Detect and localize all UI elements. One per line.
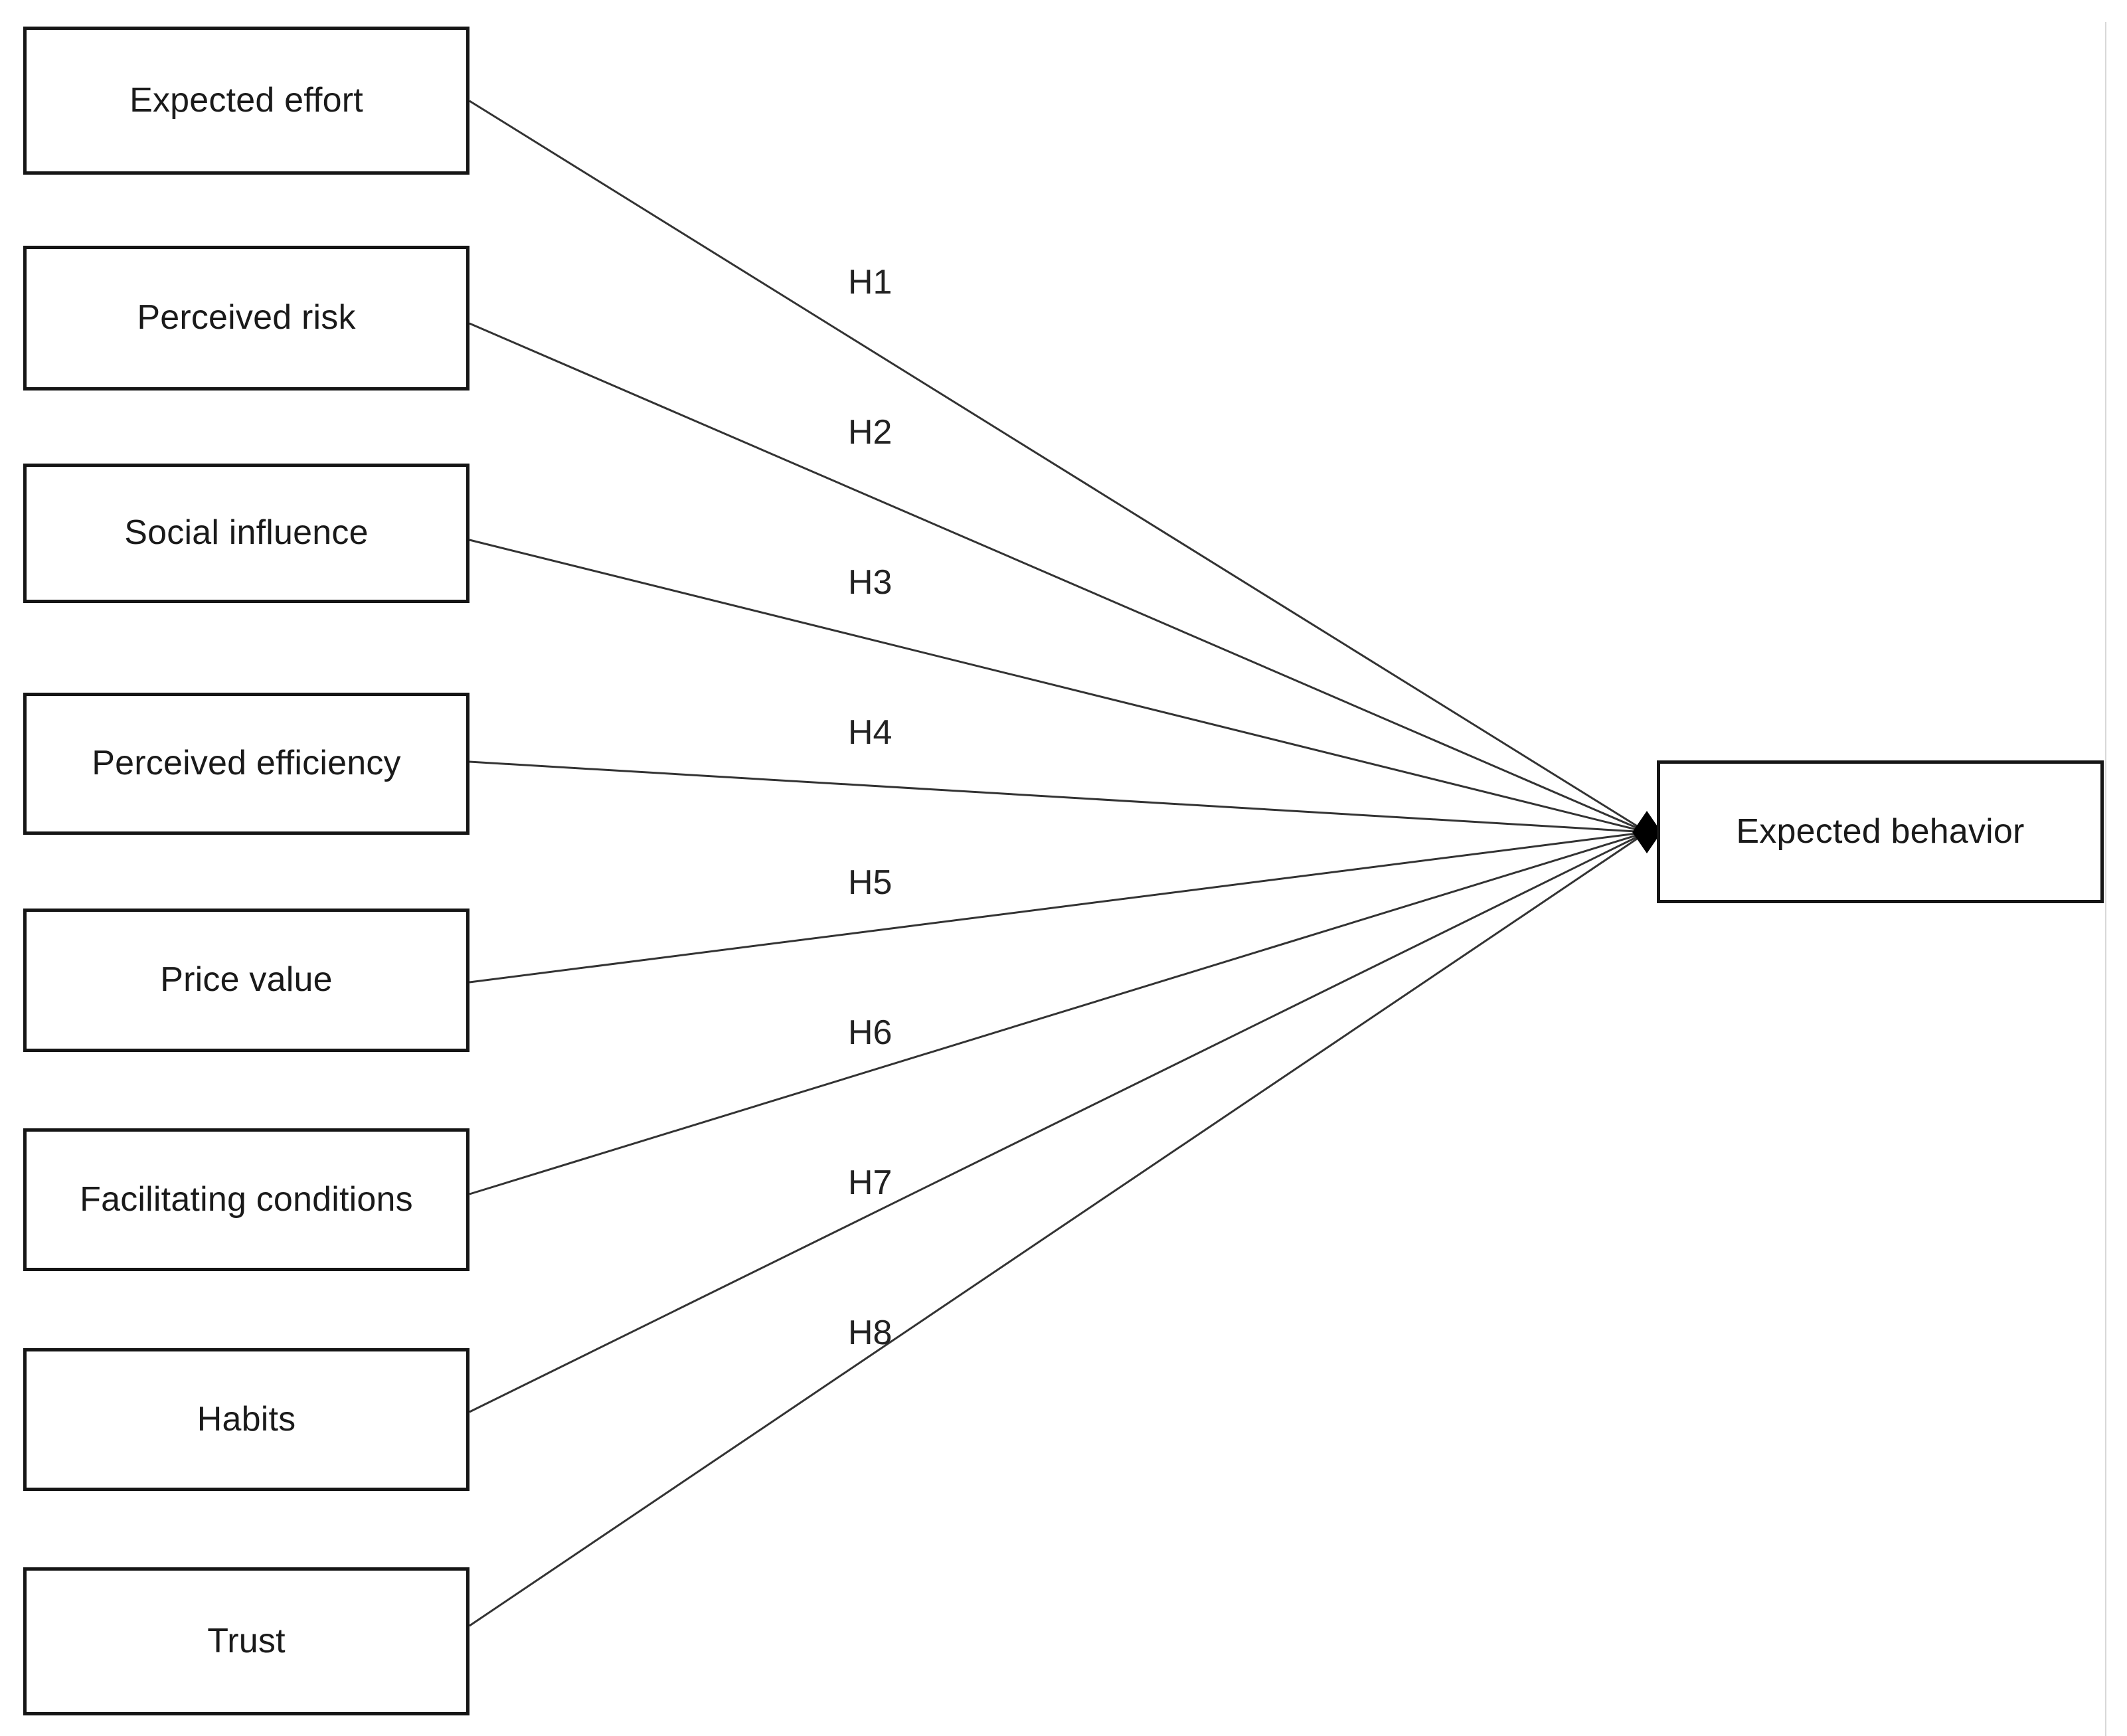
edge-label-h5: H5 (848, 863, 893, 902)
arrowhead-group (1632, 811, 1661, 853)
edge-label-h8: H8 (848, 1314, 893, 1352)
node-label: Social influence (124, 513, 369, 553)
node-label: Perceived risk (137, 298, 356, 337)
node-perceived-risk[interactable]: Perceived risk (23, 246, 469, 391)
node-label: Expected effort (129, 80, 363, 120)
edge-label-h6: H6 (848, 1013, 893, 1052)
edge-label-h4: H4 (848, 713, 893, 752)
edge-label-h2: H2 (848, 413, 893, 452)
node-expected-effort[interactable]: Expected effort (23, 27, 469, 175)
edge-label-h3: H3 (848, 563, 893, 602)
node-facilitating-conditions[interactable]: Facilitating conditions (23, 1128, 469, 1271)
arrowhead-icon (1632, 811, 1661, 853)
node-label: Habits (197, 1399, 296, 1438)
page-edge-rule (2105, 22, 2106, 1736)
edge-line-h1 (469, 100, 1648, 833)
node-label: Expected behavior (1736, 812, 2025, 851)
node-social-influence[interactable]: Social influence (23, 464, 469, 603)
node-trust[interactable]: Trust (23, 1567, 469, 1715)
node-label: Price value (160, 960, 333, 999)
node-expected-behavior[interactable]: Expected behavior (1657, 760, 2104, 903)
node-price-value[interactable]: Price value (23, 909, 469, 1052)
node-label: Trust (207, 1621, 286, 1660)
edge-line-group (469, 100, 1648, 1627)
node-label: Facilitating conditions (80, 1179, 413, 1219)
edge-line-h2 (469, 322, 1648, 833)
edge-line-h6 (469, 831, 1648, 1195)
node-label: Perceived efficiency (92, 744, 401, 783)
edge-line-h4 (469, 760, 1648, 833)
edge-label-h1: H1 (848, 263, 893, 302)
edge-line-h3 (469, 539, 1648, 833)
node-perceived-efficiency[interactable]: Perceived efficiency (23, 693, 469, 835)
node-habits[interactable]: Habits (23, 1348, 469, 1491)
edge-line-h7 (469, 831, 1648, 1413)
edge-label-h7: H7 (848, 1164, 893, 1202)
edge-line-h8 (469, 831, 1648, 1627)
edge-line-h5 (469, 831, 1648, 984)
